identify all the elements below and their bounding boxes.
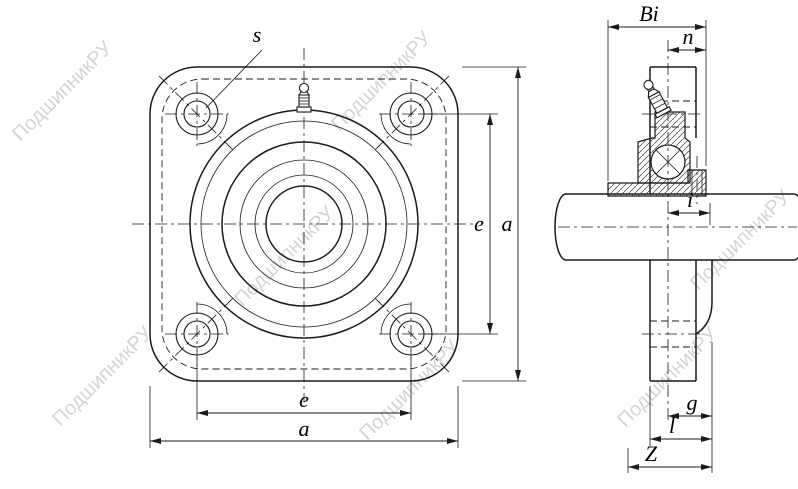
label-i: i [687, 187, 693, 212]
label-e-vertical: e [474, 211, 484, 236]
cage-line [655, 149, 681, 175]
dim-a-horizontal: a [149, 386, 459, 448]
dim-i: i [668, 187, 711, 225]
watermark-text: ПодшипникРУ [355, 336, 464, 445]
flange-back-contour [161, 78, 447, 370]
bolt-hole-top-left [165, 82, 229, 146]
watermark-text: ПодшипникРУ [686, 186, 795, 295]
dim-bi: Bi [607, 1, 707, 181]
dim-g: g [668, 390, 712, 419]
bolt-hole-bottom-left [165, 302, 229, 366]
label-bi: Bi [639, 1, 659, 26]
front-view: s e a e a [132, 22, 526, 448]
housing-section [637, 111, 691, 184]
label-g: g [687, 390, 698, 415]
label-z: Z [645, 441, 658, 466]
watermark-text: ПодшипникРУ [48, 322, 157, 431]
label-n: n [683, 24, 694, 49]
grease-fitting-side [643, 79, 672, 119]
label-a-vertical: a [502, 211, 513, 236]
bearing-section [607, 111, 707, 197]
dim-z: Z [628, 441, 712, 470]
watermarks: ПодшипникРУ ПодшипникРУ ПодшипникРУ Подш… [8, 27, 795, 445]
watermark-text: ПодшипникРУ [613, 323, 722, 432]
label-a-horizontal: a [299, 416, 310, 441]
dim-n: n [668, 24, 706, 53]
side-view: Bi n i g l [554, 1, 798, 473]
dim-e-horizontal: e [196, 357, 412, 420]
bearing-bore-circles [189, 109, 419, 339]
dim-e-vertical: e [420, 113, 498, 335]
dim-a-vertical: a [462, 66, 526, 382]
dim-l: l [650, 413, 712, 442]
label-s: s [253, 22, 262, 47]
dim-s-leader: s [205, 22, 263, 109]
grease-fitting-front [296, 82, 312, 113]
label-l: l [669, 413, 675, 438]
inner-ring-section [607, 169, 707, 197]
watermark-text: ПодшипникРУ [8, 37, 117, 146]
label-e-horizontal: e [299, 387, 309, 412]
